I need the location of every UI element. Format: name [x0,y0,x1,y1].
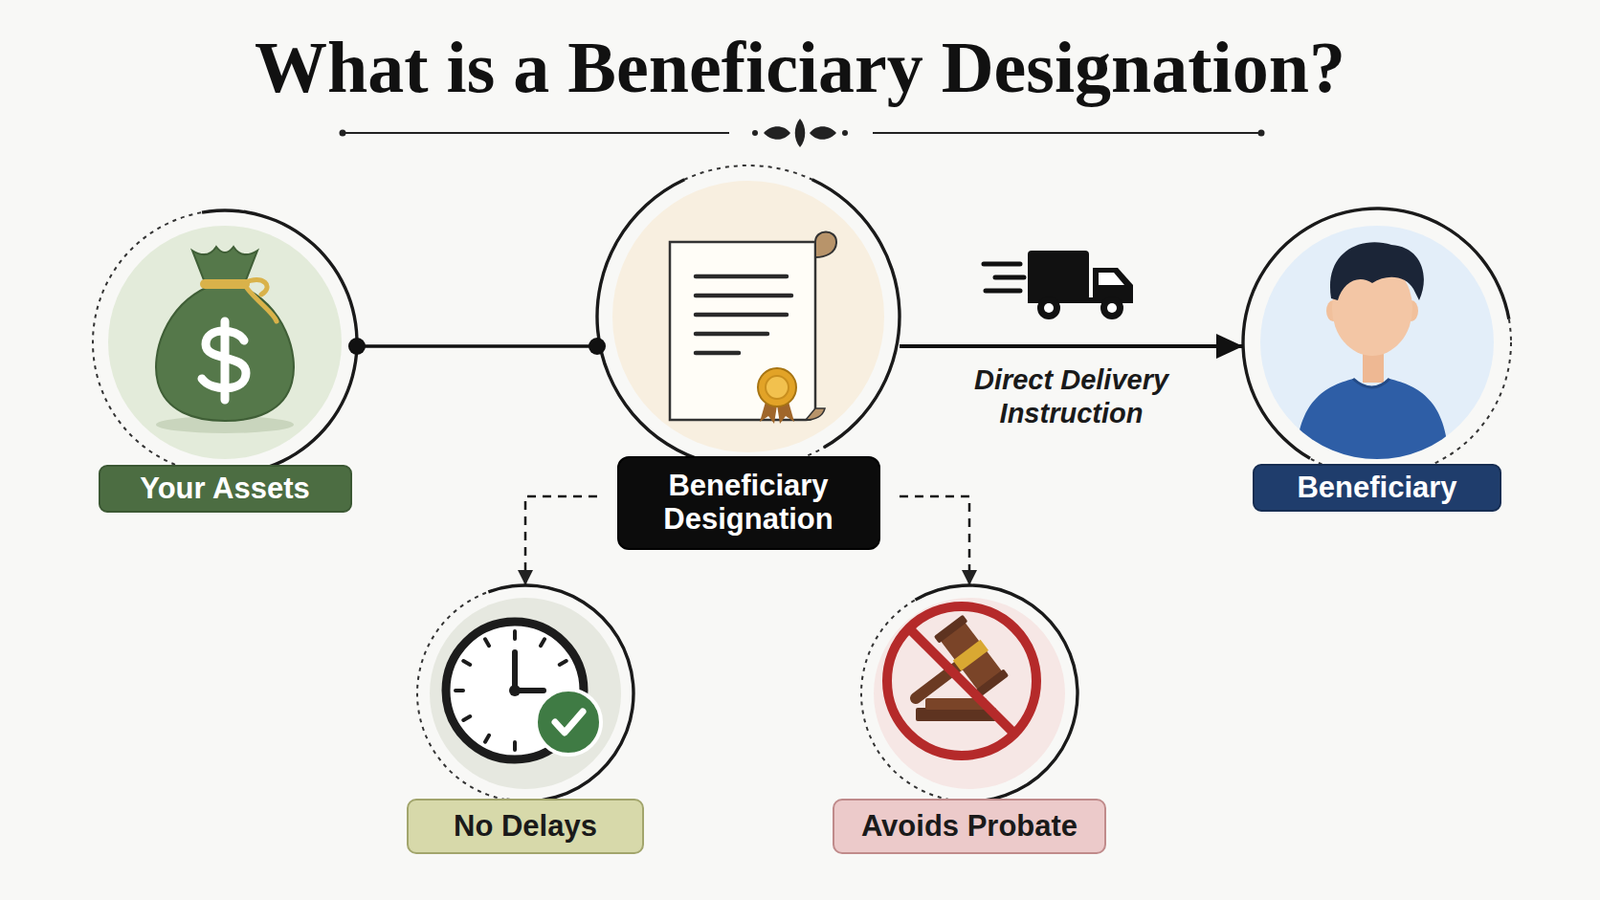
title-ornament [339,118,1266,148]
ornament-dot [1258,130,1266,137]
node-circle-fill [1260,225,1494,460]
node-circle-fill [873,598,1066,790]
ornament-rule [872,132,1262,134]
truck-cab [1092,267,1134,303]
circle-node: Your Assets [92,210,357,513]
node-circle-group [92,208,359,476]
ornament-leaf [795,118,806,148]
truck-wheel [1100,296,1124,320]
speed-lines [983,264,1024,291]
node-label: Avoids Probate [861,810,1078,845]
edge-label: Direct Delivery Instruction [952,363,1192,431]
node-solid-ring [178,208,358,476]
node-solid-ring [914,583,1080,803]
truck-chassis [1027,297,1134,304]
delivery-truck-icon [983,250,1134,320]
node-label-pill: No Delays [406,799,645,855]
ornament-leaf [809,126,837,140]
ornament-dot [842,130,848,136]
ornament-leaf [763,126,791,140]
node-label: Beneficiary Designation [628,469,869,536]
circle-node: Avoids Probate [832,585,1107,855]
ornament-dot [752,130,758,136]
node-circle-fill [429,598,622,790]
truck-cargo [1027,250,1089,301]
node-solid-ring [595,177,710,465]
node-circle-group [595,165,901,468]
ornament-rule [342,132,730,134]
connector-dot [588,337,606,356]
node-label: No Delays [453,810,598,845]
circle-node: Beneficiary [1243,208,1512,512]
truck-wheel [1037,296,1061,320]
node-circle-group [1241,206,1512,477]
node-solid-ring [811,177,902,449]
ornament-dot [339,130,347,137]
connector-arrow [356,344,598,349]
node-circle-group [417,583,636,803]
node-circle-group [861,583,1080,803]
node-label: Your Assets [139,472,310,507]
node-solid-ring [488,583,636,803]
node-solid-ring [1241,206,1511,460]
connector-arrow [899,344,1244,349]
node-label-pill: Your Assets [98,465,353,513]
dashed-connector-arrow [525,496,598,586]
truck-hub [1044,303,1054,313]
circle-node: Beneficiary Designation [597,165,900,551]
node-circle-fill [108,225,342,460]
node-label-pill: Beneficiary Designation [617,456,881,551]
diagram-title: What is a Beneficiary Designation? [0,30,1600,104]
circle-node: No Delays [406,585,645,855]
truck-window [1098,272,1125,286]
node-label-pill: Beneficiary [1252,464,1502,512]
dashed-connector-arrow [899,496,970,586]
node-circle-fill [612,180,885,453]
truck-hub [1107,303,1117,313]
node-label-pill: Avoids Probate [832,799,1107,855]
node-label: Beneficiary [1296,471,1457,506]
